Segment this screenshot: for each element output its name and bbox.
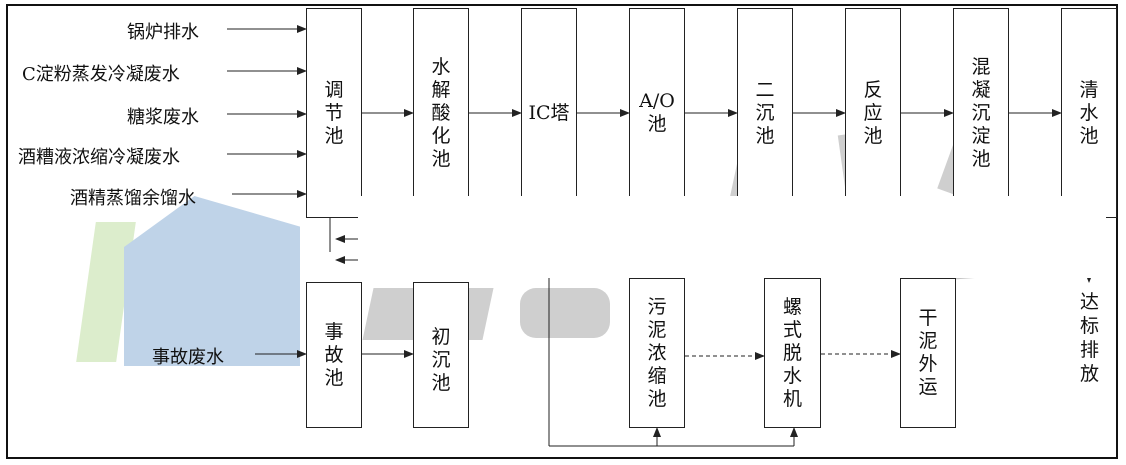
unit-shuijie-label: 水解酸化池 xyxy=(431,55,451,170)
unit-ganni: 干泥外运 xyxy=(900,278,956,428)
unit-qingshui: 清水池 xyxy=(1061,8,1117,218)
unit-tiaojie-label: 调节池 xyxy=(324,78,344,147)
watermark-gray-shape-6 xyxy=(520,288,610,338)
input-label-starch: C淀粉蒸发冷凝废水 xyxy=(22,64,180,85)
unit-ao-label: A/O池 xyxy=(639,90,675,135)
input-label-boiler: 锅炉排水 xyxy=(127,22,199,43)
unit-ao: A/O池 xyxy=(629,8,685,218)
unit-shigu: 事故池 xyxy=(306,282,362,428)
input-label-syrup: 糖浆废水 xyxy=(127,107,199,128)
unit-wunong: 污泥浓缩池 xyxy=(629,278,685,428)
unit-hunning: 混凝沉淀池 xyxy=(953,8,1009,218)
input-label-accident: 事故废水 xyxy=(152,347,224,368)
unit-luoxuan: 螺式脱水机 xyxy=(764,278,821,428)
unit-chuchen: 初沉池 xyxy=(413,282,469,428)
unit-ic-label: IC塔 xyxy=(528,101,570,124)
unit-ganni-label: 干泥外运 xyxy=(918,307,938,398)
unit-shuijie: 水解酸化池 xyxy=(413,8,469,218)
input-label-vinasse: 酒糟液浓缩冷凝废水 xyxy=(18,147,180,168)
unit-luoxuan-label: 螺式脱水机 xyxy=(782,295,802,410)
unit-erchen: 二沉池 xyxy=(737,8,793,218)
input-label-residue: 酒精蒸馏余馏水 xyxy=(70,188,196,209)
unit-fanying: 反应池 xyxy=(845,8,901,218)
unit-fanying-label: 反应池 xyxy=(863,78,883,147)
unit-tiaojie: 调节池 xyxy=(306,8,362,218)
unit-ic: IC塔 xyxy=(521,8,577,218)
unit-hunning-label: 混凝沉淀池 xyxy=(971,55,991,170)
diagram-frame xyxy=(6,4,1118,459)
unit-erchen-label: 二沉池 xyxy=(755,78,775,147)
unit-wunong-label: 污泥浓缩池 xyxy=(647,295,667,410)
outlet-label: 达标排放 xyxy=(1080,291,1100,385)
occluded-region xyxy=(358,196,1106,278)
unit-shigu-label: 事故池 xyxy=(324,320,344,389)
unit-chuchen-label: 初沉池 xyxy=(431,325,451,394)
unit-qingshui-label: 清水池 xyxy=(1079,78,1099,147)
